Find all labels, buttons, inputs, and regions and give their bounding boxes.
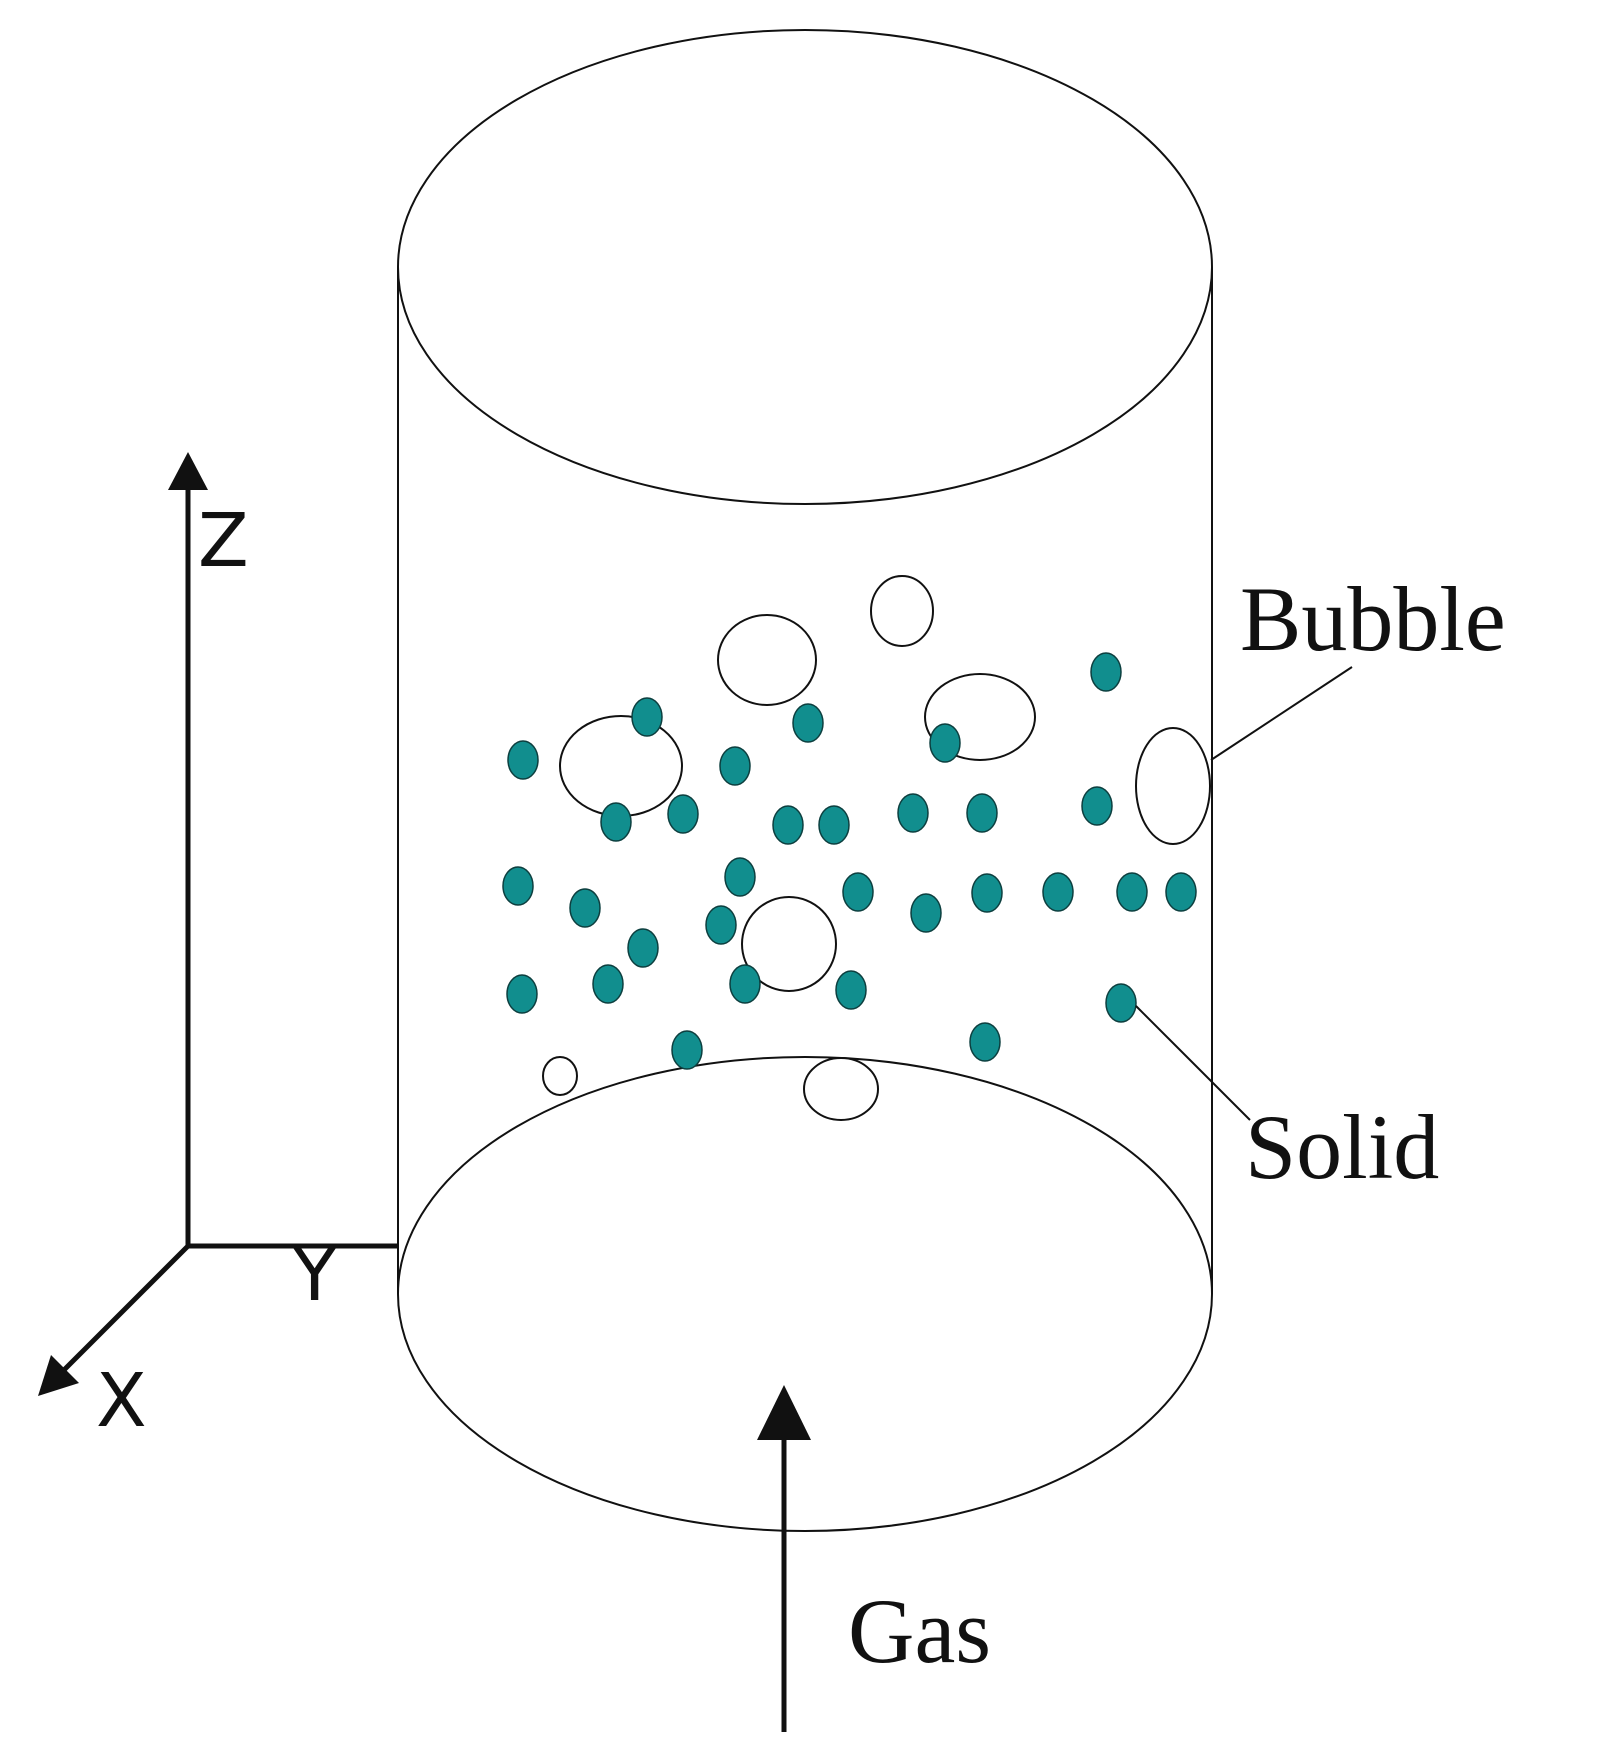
solid-particle xyxy=(835,970,867,1010)
z-axis-label: Z xyxy=(198,498,249,584)
solid-particle xyxy=(772,805,804,845)
solids-group xyxy=(502,652,1197,1070)
solid-particle xyxy=(705,905,737,945)
solid-leader-line xyxy=(1135,1005,1251,1121)
solid-particle xyxy=(600,802,632,842)
x-axis-arrowhead xyxy=(38,1355,79,1396)
solid-particle xyxy=(1116,872,1148,912)
solid-particle xyxy=(507,740,539,780)
solid-particle xyxy=(1105,983,1137,1023)
solid-particle xyxy=(842,872,874,912)
solid-callout: Solid xyxy=(1135,1005,1439,1198)
solid-particle xyxy=(627,928,659,968)
bubble xyxy=(741,896,837,992)
solid-particle xyxy=(631,697,663,737)
solid-particle xyxy=(592,964,624,1004)
solid-particle xyxy=(506,974,538,1014)
solid-particle xyxy=(724,857,756,897)
bubble xyxy=(803,1057,879,1121)
solid-particle xyxy=(1081,786,1113,826)
solid-particle xyxy=(897,793,929,833)
solid-particle xyxy=(729,964,761,1004)
cylinder xyxy=(397,29,1213,1532)
bubble xyxy=(542,1056,578,1096)
bubble xyxy=(870,575,934,647)
solid-particle xyxy=(671,1030,703,1070)
solid-particle xyxy=(792,703,824,743)
x-axis-label: X xyxy=(96,1358,147,1444)
solid-particle xyxy=(818,805,850,845)
solid-particle xyxy=(569,888,601,928)
solid-particle xyxy=(1090,652,1122,692)
solid-particle xyxy=(929,723,961,763)
gas-arrowhead xyxy=(757,1385,811,1440)
bubble xyxy=(717,614,817,706)
bubble-leader-line xyxy=(1210,666,1353,761)
solid-particle xyxy=(966,793,998,833)
solid-particle xyxy=(719,746,751,786)
solid-particle xyxy=(1165,872,1197,912)
solid-particle xyxy=(1042,872,1074,912)
bubble xyxy=(559,715,683,817)
bubble-callout: Bubble xyxy=(1210,568,1506,761)
solid-particle xyxy=(971,873,1003,913)
gas-inlet-arrow: Gas xyxy=(757,1385,991,1732)
gas-label: Gas xyxy=(848,1580,991,1682)
cylinder-bottom-ellipse xyxy=(397,1056,1213,1532)
y-axis-label: Y xyxy=(291,1232,338,1318)
z-axis-arrowhead xyxy=(168,452,208,490)
solid-label: Solid xyxy=(1245,1096,1439,1198)
cylinder-top-ellipse xyxy=(397,29,1213,505)
solid-particle xyxy=(667,794,699,834)
bubble-label: Bubble xyxy=(1240,568,1506,670)
coordinate-axes: Z Y X xyxy=(38,452,398,1444)
solid-particle xyxy=(969,1022,1001,1062)
solid-particle xyxy=(910,893,942,933)
solid-particle xyxy=(502,866,534,906)
bubble xyxy=(1135,727,1211,845)
x-axis-line xyxy=(56,1244,190,1378)
